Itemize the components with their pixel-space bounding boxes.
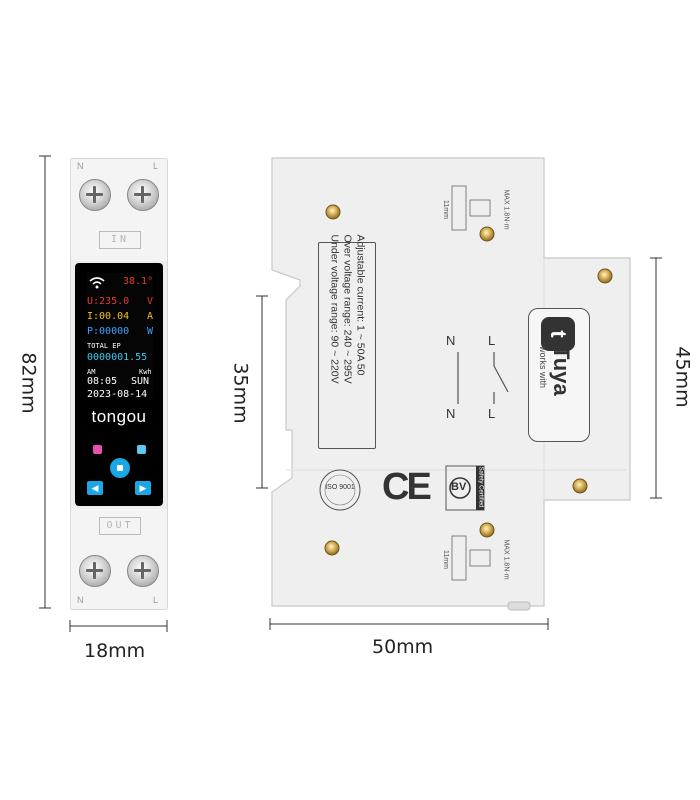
ok-button[interactable] <box>110 458 130 478</box>
tuya-name: Tuya <box>549 346 574 396</box>
terminal-label-n-top: N <box>77 161 84 171</box>
spec-label-box: Adjustable current: 1 ~ 50A 50 Over volt… <box>318 235 376 449</box>
power-readout: P:00000 <box>87 326 130 337</box>
screw-icon <box>479 226 495 242</box>
bv-caption: Safety Certified <box>477 466 484 508</box>
right-led-button[interactable] <box>137 445 146 454</box>
schematic-n-top: N <box>446 333 456 348</box>
screw-icon <box>325 204 341 220</box>
screw-icon <box>479 522 495 538</box>
total-ep-label: TOTAL EP <box>87 342 121 350</box>
strip-length-top: 11mm <box>441 200 449 219</box>
current-readout: I:00.04 <box>87 311 130 322</box>
am-label: AM <box>87 368 96 376</box>
schematic-l-top: L <box>488 333 496 348</box>
in-label: IN <box>99 231 141 249</box>
wifi-icon <box>89 277 105 289</box>
bv-mark: BV <box>451 481 467 493</box>
bottom-terminal-block: OUT N L <box>71 509 167 609</box>
schematic-l-bottom: L <box>488 406 496 421</box>
time-readout: 08:05 <box>87 376 118 387</box>
voltage-readout: U:235.0 <box>87 296 130 307</box>
screw-icon <box>324 540 340 556</box>
tuya-badge: t Tuya works with <box>528 308 590 442</box>
tuya-works-with: works with <box>538 346 548 389</box>
screw-icon <box>79 555 111 587</box>
max-torque-top: MAX 1.8N·m <box>502 189 510 230</box>
terminal-label-l-top: L <box>153 161 159 171</box>
top-terminal-block: N L IN <box>71 159 167 261</box>
ce-mark: CE <box>382 466 432 508</box>
energy-unit: Kwh <box>139 368 152 376</box>
left-arrow-button[interactable]: ◀ <box>87 481 103 495</box>
brand-logo: tongou <box>91 407 147 426</box>
max-torque-bottom: MAX 1.8N·m <box>502 539 510 580</box>
front-module: N L IN 38.1° U:235.0 V I:00.04 A P:00000… <box>70 158 168 610</box>
spec-line-over: Over voltage range: 240 ~ 295V <box>341 234 354 384</box>
strip-length-bottom: 11mm <box>441 550 449 569</box>
dim-50mm: 50mm <box>372 636 434 658</box>
display-panel: 38.1° U:235.0 V I:00.04 A P:00000 W TOTA… <box>75 263 163 506</box>
schematic-n-bottom: N <box>446 406 456 421</box>
lcd-screen: 38.1° U:235.0 V I:00.04 A P:00000 W TOTA… <box>87 273 154 400</box>
iso-seal-text: ISO 9001 <box>325 484 355 491</box>
right-arrow-button[interactable]: ▶ <box>135 481 151 495</box>
current-unit: A <box>147 311 154 322</box>
screw-icon <box>79 179 111 211</box>
out-label: OUT <box>99 517 141 535</box>
day-readout: SUN <box>131 376 150 387</box>
energy-readout: 0000001.55 <box>87 352 148 363</box>
power-unit: W <box>147 326 154 337</box>
date-readout: 2023-08-14 <box>87 389 148 400</box>
screw-icon <box>572 478 588 494</box>
terminal-label-l-bottom: L <box>153 595 159 605</box>
spec-label-text: Adjustable current: 1 ~ 50A 50 Over volt… <box>328 235 367 435</box>
left-led-button[interactable] <box>93 445 102 454</box>
dim-18mm: 18mm <box>84 640 146 662</box>
spec-line-current: Adjustable current: 1 ~ 50A 50 <box>354 234 367 376</box>
screw-icon <box>127 555 159 587</box>
screw-icon <box>597 268 613 284</box>
terminal-label-n-bottom: N <box>77 595 84 605</box>
spec-line-under: Under voltage range: 90 ~ 220V <box>328 234 341 384</box>
temp-readout: 38.1° <box>123 276 154 287</box>
screw-icon <box>127 179 159 211</box>
voltage-unit: V <box>147 296 154 307</box>
